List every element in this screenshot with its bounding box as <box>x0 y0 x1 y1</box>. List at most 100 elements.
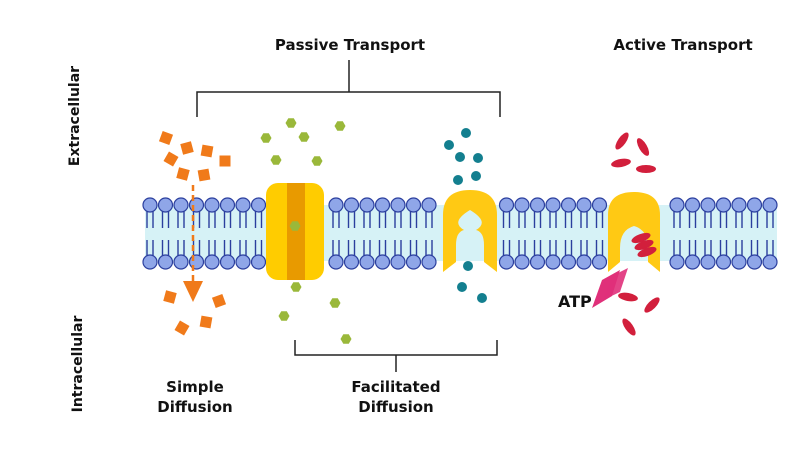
phospholipid-head <box>560 254 577 270</box>
orange-square <box>163 290 177 304</box>
tail <box>332 210 340 228</box>
green-hexagon <box>311 156 323 166</box>
green-hexagon <box>329 298 341 308</box>
simple-diffusion-molecules <box>158 130 231 336</box>
tail <box>688 240 697 256</box>
tail <box>595 210 604 228</box>
phospholipid-head <box>746 197 763 213</box>
tail <box>347 240 356 256</box>
phospholipid-head <box>390 197 406 213</box>
phospholipid-head <box>700 254 716 270</box>
simple-diffusion-line1: Simple <box>166 378 224 396</box>
tail <box>502 210 511 228</box>
phospholipid-head <box>684 254 701 270</box>
orange-square <box>176 167 190 181</box>
phospholipid-head <box>669 254 685 270</box>
tail <box>719 240 728 256</box>
orange-square <box>211 293 227 309</box>
tail <box>518 240 526 256</box>
tail <box>161 210 170 228</box>
phospholipid-heads <box>142 197 778 270</box>
simple-diffusion-line2: Diffusion <box>157 398 233 416</box>
tail <box>347 210 356 228</box>
teal-dot <box>457 282 467 292</box>
tail <box>378 210 387 228</box>
phospholipid-head <box>173 254 189 270</box>
extracellular-label: Extracellular <box>67 65 83 167</box>
tail <box>425 210 433 228</box>
carrier-protein-passive <box>443 190 497 272</box>
tail <box>533 240 542 256</box>
phospholipid-head <box>715 197 732 213</box>
phospholipid-head <box>157 197 174 213</box>
orange-square <box>174 320 190 336</box>
phospholipid-head <box>684 197 701 213</box>
tail <box>673 210 681 228</box>
tail <box>363 210 371 228</box>
tail <box>208 240 216 256</box>
orange-square <box>197 168 211 182</box>
green-hexagon <box>285 118 297 128</box>
tail <box>394 210 402 228</box>
red-ellipse <box>631 232 651 244</box>
carrier-protein-active <box>608 192 660 272</box>
tail <box>549 240 557 256</box>
atp-label: ATP <box>558 292 592 311</box>
facilitated-diffusion-label: Facilitated Diffusion <box>330 378 462 416</box>
tail <box>673 240 681 256</box>
tail <box>239 210 247 228</box>
phospholipid-head <box>235 197 251 213</box>
phospholipid-tails <box>146 210 774 256</box>
orange-square <box>199 315 213 329</box>
tail <box>146 240 154 256</box>
atp-arrow-icon <box>592 268 628 308</box>
tail <box>688 210 697 228</box>
phospholipid-head <box>576 197 592 213</box>
phospholipid-head <box>142 197 158 213</box>
red-ellipse <box>618 292 638 302</box>
red-ellipse <box>637 246 657 258</box>
phospholipid-head <box>529 254 546 270</box>
phospholipid-head <box>715 254 732 270</box>
phospholipid-head <box>157 254 174 270</box>
tail <box>518 210 526 228</box>
teal-dot <box>477 293 487 303</box>
phospholipid-head <box>343 197 360 213</box>
phospholipid-head <box>250 197 267 213</box>
teal-dot <box>455 152 465 162</box>
phospholipid-head <box>731 254 747 270</box>
tail <box>161 240 170 256</box>
tail <box>409 240 418 256</box>
active-transport-molecules <box>611 132 660 336</box>
orange-square <box>163 151 179 167</box>
phospholipid-head <box>669 197 685 213</box>
tail <box>223 210 232 228</box>
passive-transport-label: Passive Transport <box>274 36 426 54</box>
teal-dot <box>473 153 483 163</box>
tail <box>564 210 573 228</box>
green-hexagon <box>289 221 301 231</box>
green-hexagon <box>298 132 310 142</box>
phospholipid-head <box>188 254 205 270</box>
phospholipid-head <box>591 254 608 270</box>
green-hexagon <box>334 121 346 131</box>
tail <box>750 210 759 228</box>
tail <box>766 210 774 228</box>
tail <box>146 210 154 228</box>
phospholipid-head <box>545 197 561 213</box>
facilitated-diffusion-line2: Diffusion <box>358 398 434 416</box>
active-transport-label: Active Transport <box>613 36 753 54</box>
phospholipid-head <box>731 197 747 213</box>
phospholipid-head <box>359 254 375 270</box>
tail <box>363 240 371 256</box>
red-ellipse <box>615 132 629 150</box>
orange-square <box>200 144 214 158</box>
tail <box>223 240 232 256</box>
tail <box>239 240 247 256</box>
phospholipid-head <box>514 254 530 270</box>
phospholipid-head <box>343 254 360 270</box>
tail <box>177 240 185 256</box>
phospholipid-head <box>514 197 530 213</box>
phospholipid-head <box>173 197 189 213</box>
